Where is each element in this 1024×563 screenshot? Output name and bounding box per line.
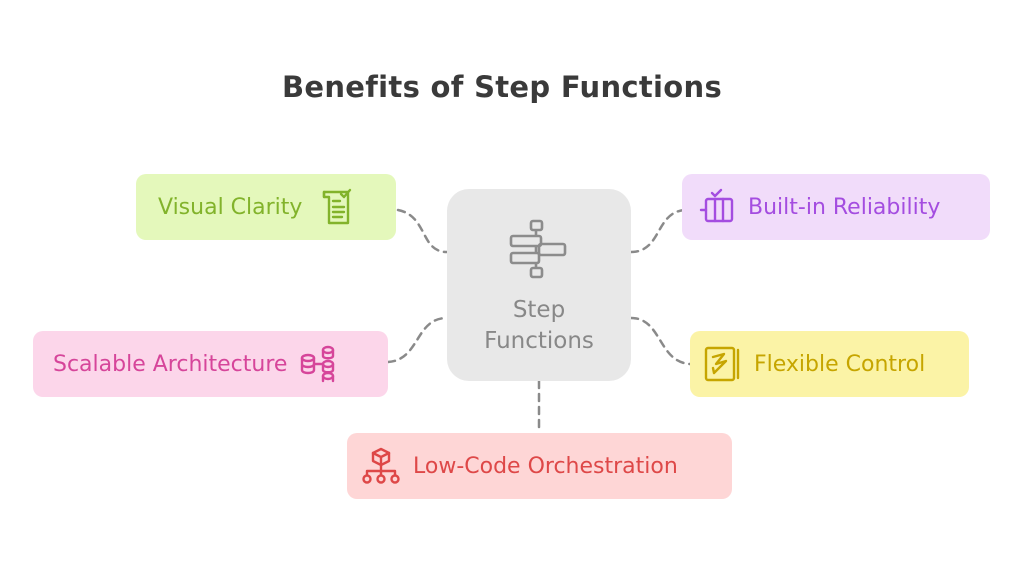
visual-clarity-label: Visual Clarity (158, 194, 303, 220)
diagram-title: Benefits of Step Functions (281, 70, 723, 104)
low-code-orchestration-label: Low-Code Orchestration (413, 453, 678, 479)
node-built-in-reliability: Built-in Reliability (682, 174, 990, 240)
checklist-icon (323, 188, 352, 225)
step-functions-icon (509, 219, 567, 279)
node-flexible-control: Flexible Control (690, 331, 969, 397)
node-scalable-architecture: Scalable Architecture (33, 331, 388, 397)
reliability-icon (699, 188, 734, 223)
database-scale-icon (301, 345, 335, 383)
connector-built-in-reliability (629, 208, 687, 254)
central-node: Step Functions (447, 189, 631, 381)
connector-flexible-control (629, 316, 692, 366)
connector-visual-clarity (396, 208, 449, 254)
orchestration-icon (362, 447, 400, 484)
node-low-code-orchestration: Low-Code Orchestration (347, 433, 732, 499)
scalable-architecture-label: Scalable Architecture (53, 351, 288, 377)
central-node-label: Step Functions (484, 297, 594, 354)
flexible-control-icon (704, 346, 740, 382)
flexible-control-label: Flexible Control (754, 351, 926, 377)
built-in-reliability-label: Built-in Reliability (748, 194, 941, 220)
connector-scalable-architecture (386, 316, 449, 364)
node-visual-clarity: Visual Clarity (136, 174, 396, 240)
